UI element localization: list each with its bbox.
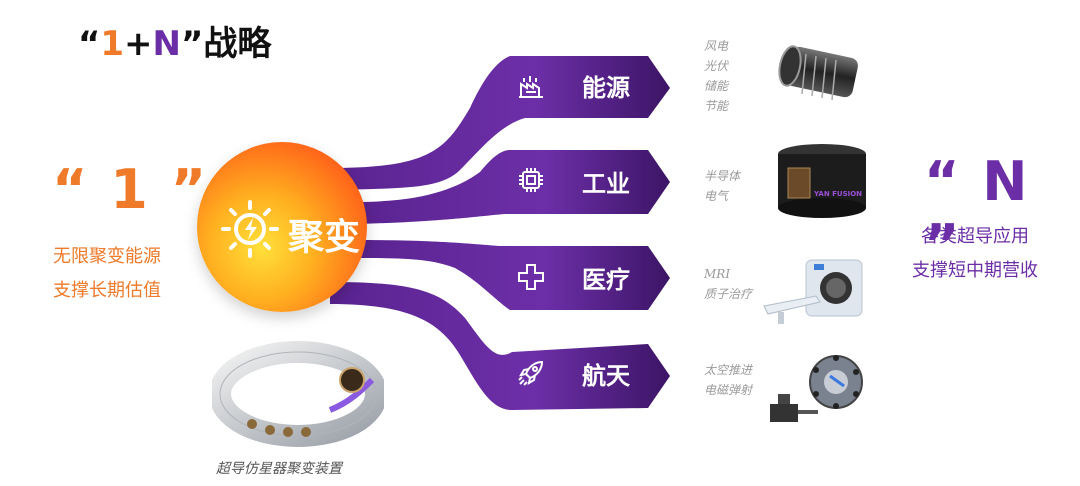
desc-item: 风电	[704, 39, 729, 53]
stellarator-caption: 超导仿星器聚变装置	[216, 461, 342, 477]
one-quote: “ 1 ”	[52, 158, 209, 221]
fusion-label: 聚变	[288, 217, 361, 258]
right-line-2: 支撑短中期营收	[912, 260, 1038, 281]
magnet-image: YAN FUSION	[778, 144, 866, 218]
branch-arrow-industry	[355, 150, 670, 224]
desc-item: 储能	[704, 79, 729, 93]
branch-arrow-energy	[330, 56, 670, 190]
energy-descriptors: 风电 光伏 储能 节能	[704, 36, 728, 116]
page-title: “1+N”战略	[78, 16, 271, 65]
title-quote-open: “	[78, 24, 101, 64]
title-quote-close: ”	[181, 24, 204, 64]
rocket-icon	[516, 358, 546, 392]
right-line-1: 各类超导应用	[921, 226, 1029, 247]
branch-label-aerospace: 航天	[582, 362, 630, 390]
lightning-sun-icon	[212, 196, 288, 266]
title-suffix: 战略	[203, 24, 272, 64]
desc-item: 质子治疗	[704, 287, 753, 301]
title-one: 1	[100, 24, 125, 64]
launcher-image	[770, 355, 863, 422]
stellarator-image	[212, 341, 384, 447]
desc-item: 电磁弹射	[704, 383, 753, 397]
mri-image	[763, 259, 863, 324]
title-plus: +	[124, 24, 153, 64]
desc-item: 光伏	[704, 59, 729, 73]
branch-arrow-aerospace	[330, 282, 670, 410]
desc-item: MRI	[704, 267, 731, 281]
branch-label-industry: 工业	[582, 170, 630, 198]
left-line-1: 无限聚变能源	[53, 246, 161, 267]
aerospace-descriptors: 太空推进 电磁弹射	[704, 360, 752, 400]
generator-image	[778, 45, 858, 101]
medical-cross-icon	[516, 262, 546, 296]
energy-plant-icon	[516, 70, 546, 104]
left-description: 无限聚变能源 支撑长期估值	[32, 240, 182, 308]
desc-item: 半导体	[704, 169, 741, 183]
chip-icon	[516, 165, 546, 199]
medical-descriptors: MRI 质子治疗	[704, 264, 752, 304]
industry-descriptors: 半导体 电气	[704, 166, 740, 206]
desc-item: 太空推进	[704, 363, 753, 377]
left-line-2: 支撑长期估值	[53, 280, 161, 301]
branch-label-medical: 医疗	[582, 266, 630, 294]
magnet-brand-text: YAN FUSION	[813, 190, 862, 198]
branch-arrow-medical	[355, 240, 670, 310]
title-n: N	[152, 24, 181, 64]
n-quote: “ N ”	[924, 150, 1030, 276]
desc-item: 电气	[704, 189, 729, 203]
desc-item: 节能	[704, 99, 729, 113]
branch-label-energy: 能源	[582, 74, 630, 102]
right-description: 各类超导应用 支撑短中期营收	[895, 220, 1055, 288]
